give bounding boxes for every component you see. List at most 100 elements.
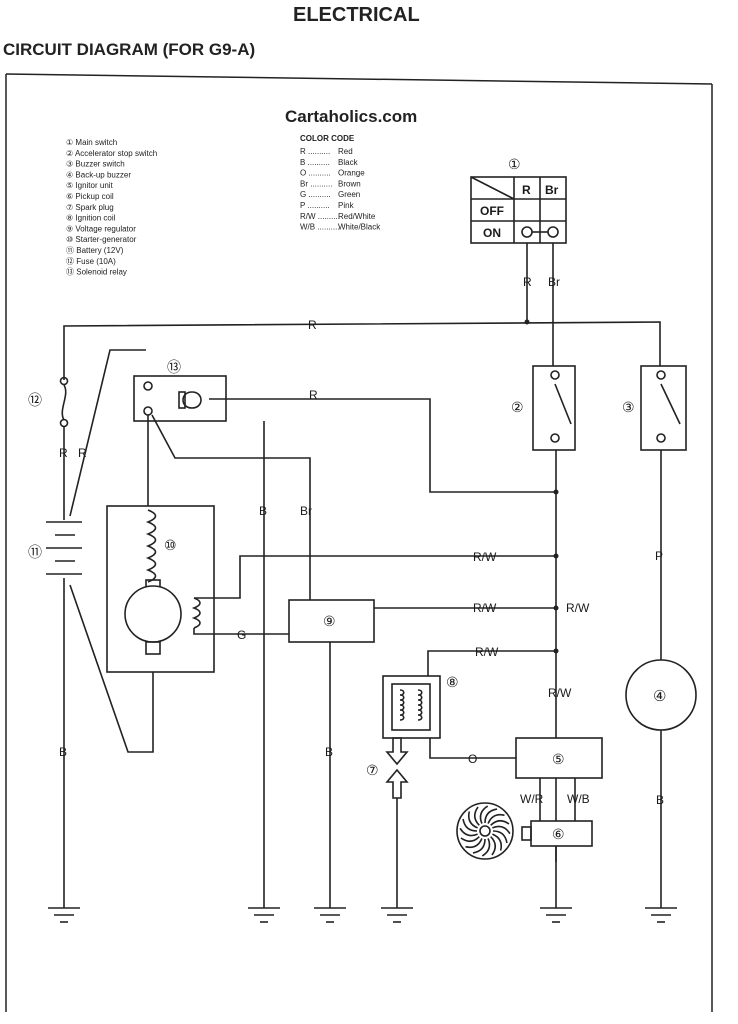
legend-item-number: ⑦ [66, 203, 75, 212]
switch-row-off: OFF [480, 204, 504, 218]
back-up-buzzer: ④ B [625, 659, 697, 908]
legend-item: ③ Buzzer switch [66, 160, 125, 169]
legend-item-text: Buzzer switch [75, 160, 124, 169]
color-name: Pink [338, 201, 355, 210]
ignitor-number: ⑤ [552, 751, 565, 767]
rotor-fin [490, 836, 497, 856]
solenoid-number: ⑬ [167, 359, 181, 375]
legend-item-number: ⑧ [66, 214, 75, 223]
legend-item-text: Starter-generator [75, 235, 136, 244]
legend-item-number: ⑨ [66, 224, 75, 233]
coil-rw-wire [427, 650, 556, 676]
wire-label-rw-1: R/W [473, 550, 497, 564]
legend-item-number: ⑥ [66, 192, 75, 201]
switch-col-r: R [522, 183, 531, 197]
legend-item: ⑨ Voltage regulator [66, 224, 136, 233]
rotor-fin [487, 813, 505, 824]
wire-label-b-regulator: B [325, 745, 333, 759]
rotor-fin [465, 838, 483, 849]
battery: ⑪ B [28, 521, 82, 908]
frame-top [5, 73, 713, 85]
wire-label-r-fuse: R [59, 446, 68, 460]
ignition-coil: ⑧ [382, 674, 459, 739]
rotor-fin [460, 836, 480, 843]
color-code: G .......... [300, 190, 331, 199]
legend-item: ⑫ Fuse (10A) [66, 257, 116, 266]
legend-item-text: Main switch [75, 138, 117, 147]
color-name: Black [338, 158, 359, 167]
main-switch-table [470, 176, 567, 244]
legend-item-text: Solenoid relay [76, 268, 127, 277]
switch-row-on: ON [483, 226, 501, 240]
flywheel-rotor [456, 802, 514, 860]
wire-label-wr: W/R [520, 792, 544, 806]
wire-label-r-switch: R [523, 275, 532, 289]
legend-item-number: ① [66, 138, 75, 147]
main-switch: ① R Br OFF ON R Br [470, 156, 567, 369]
regulator-number: ⑨ [323, 613, 336, 629]
legend-item-text: Battery (12V) [76, 246, 123, 255]
rotor-hub [479, 825, 491, 837]
wire-label-b-buzzer: B [656, 793, 664, 807]
brown-wire [151, 414, 311, 600]
solenoid-relay: ⑬ [133, 359, 227, 422]
green-wire [193, 628, 289, 635]
wire-label-br-mid: Br [300, 504, 312, 518]
legend-item-text: Pickup coil [75, 192, 113, 201]
wire-label-wb: W/B [567, 792, 590, 806]
legend-item: ② Accelerator stop switch [66, 149, 157, 158]
pickup-coil: ⑥ [521, 820, 593, 908]
wire-label-r-diagonal: R [78, 446, 87, 460]
starter-generator: ⑩ [106, 505, 215, 673]
legend-item-number: ⑤ [66, 181, 75, 190]
legend-item-number: ⑪ [66, 246, 76, 255]
accel-stop-switch: ② [511, 365, 576, 451]
legend-item-text: Voltage regulator [75, 224, 136, 233]
color-name: Brown [338, 179, 361, 188]
switch-col-br: Br [545, 183, 559, 197]
legend-item: ① Main switch [66, 138, 117, 147]
rotor-fin [492, 833, 503, 851]
legend-item: ⑬ Solenoid relay [66, 268, 127, 277]
legend-item-text: Back-up buzzer [75, 170, 131, 179]
wire-label-o: O [468, 752, 477, 766]
wire-label-rw-5: R/W [548, 686, 572, 700]
rotor-fin [481, 838, 491, 857]
rotor-fin [492, 825, 511, 835]
battery-number: ⑪ [28, 544, 42, 560]
wire-label-b-solenoid: B [259, 504, 267, 518]
color-code-title: COLOR CODE [300, 134, 355, 143]
ignition-coil-number: ⑧ [446, 674, 459, 690]
color-code: B .......... [300, 158, 330, 167]
legend-item: ⑦ Spark plug [66, 203, 114, 212]
rotor-fin [472, 838, 486, 854]
buzzer-switch: ③ [622, 365, 687, 451]
field-rw-wire [194, 555, 556, 599]
pickup-number: ⑥ [552, 826, 565, 842]
wire-label-g: G [237, 628, 246, 642]
legend-item: ⑤ Ignitor unit [66, 181, 114, 190]
battery-negative-wire [69, 584, 154, 753]
legend-item-number: ② [66, 149, 75, 158]
buzzer-switch-number: ③ [622, 399, 635, 415]
color-code: W/B .......... [300, 223, 340, 232]
wire-label-r-top: R [308, 318, 317, 332]
solenoid-red-wire [209, 398, 556, 493]
color-name: Orange [338, 169, 365, 178]
color-code: Br .......... [300, 179, 332, 188]
legend-item-text: Ignitor unit [75, 181, 113, 190]
buzzer-number: ④ [653, 688, 666, 705]
rotor-fin [462, 818, 478, 832]
accel-switch-number: ② [511, 399, 524, 415]
fuse: ⑫ R [28, 376, 69, 520]
rotor-fin [492, 830, 508, 844]
legend-item-text: Accelerator stop switch [75, 149, 157, 158]
main-switch-number: ① [508, 156, 521, 172]
wire-label-rw-2: R/W [473, 601, 497, 615]
section-title: ELECTRICAL [293, 4, 420, 26]
legend-item: ⑪ Battery (12V) [66, 246, 124, 255]
rotor-fin [473, 806, 480, 826]
